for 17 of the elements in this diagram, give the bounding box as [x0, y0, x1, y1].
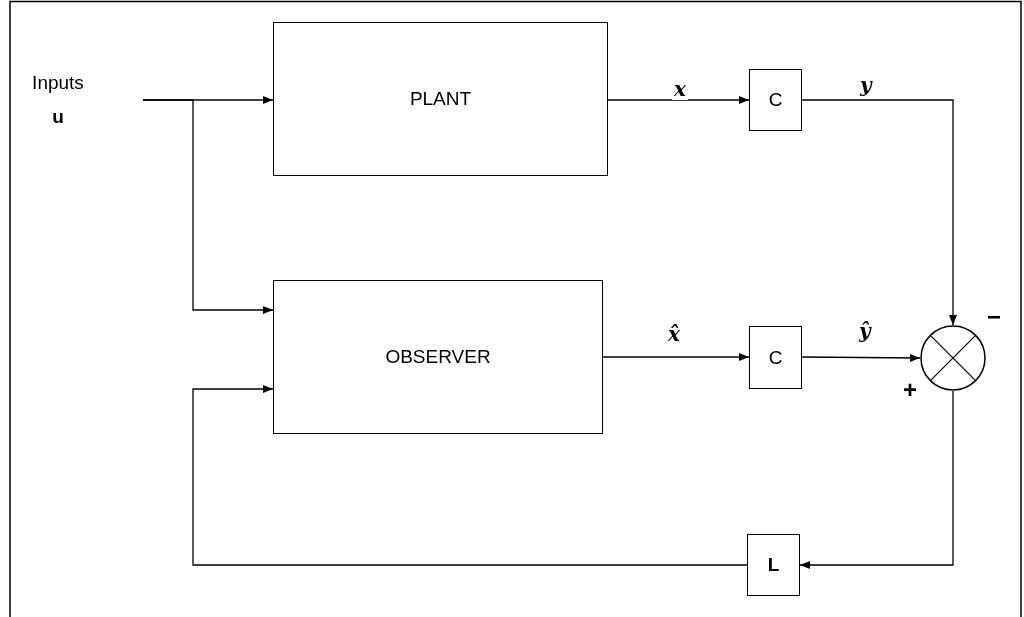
gain-block: C: [749, 326, 802, 389]
arrow: [799, 390, 954, 569]
gain-block: L: [747, 534, 800, 596]
arrow: [607, 96, 750, 104]
arrow: [801, 99, 957, 326]
system-block: PLANT: [273, 22, 608, 176]
gain-block: C: [749, 69, 802, 131]
arrow: [602, 353, 750, 361]
arrow: [142, 99, 274, 314]
edge-label: ŷ: [857, 320, 873, 342]
arrow: [192, 385, 748, 566]
sign-label: +: [903, 378, 917, 402]
sign-label: −: [987, 305, 1001, 329]
arrow: [801, 353, 921, 362]
input-label: Inputs: [32, 72, 84, 94]
system-block: OBSERVER: [273, 280, 603, 434]
input-symbol: u: [52, 106, 64, 128]
